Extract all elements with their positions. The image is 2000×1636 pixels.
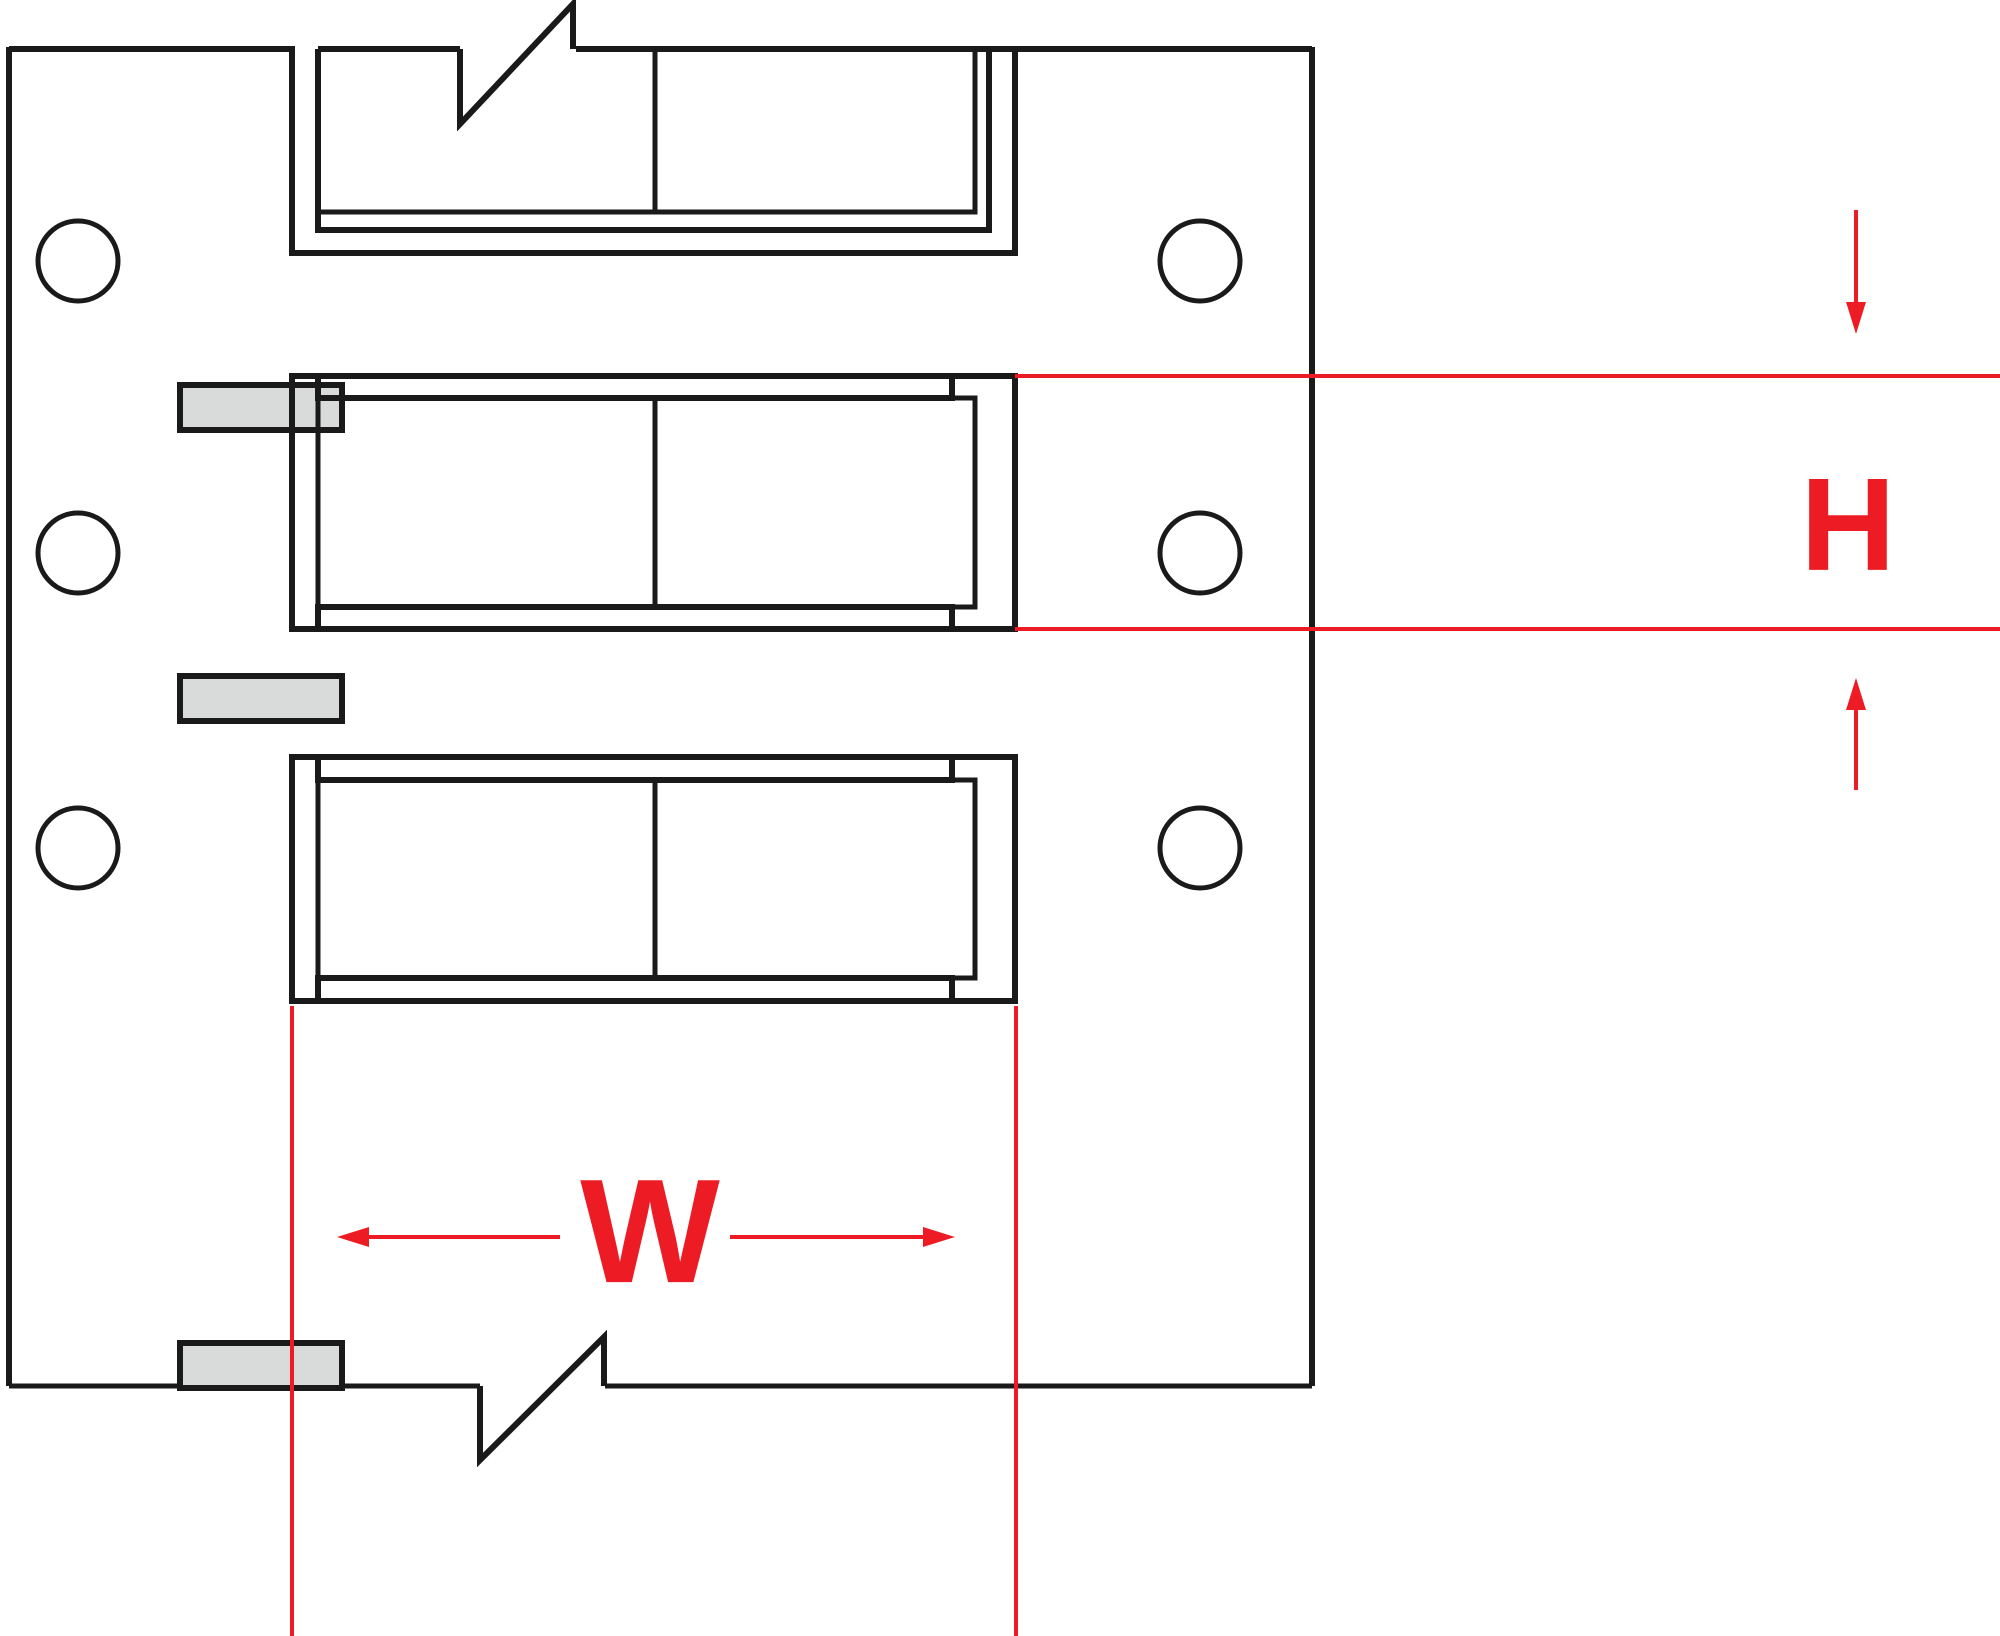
sleeve-bottom <box>289 754 1018 1004</box>
sleeve-top-inner-rail-left <box>315 49 952 233</box>
index-tick-group <box>177 382 345 1391</box>
arrow-up-icon <box>1846 678 1866 710</box>
index-tick <box>177 673 345 724</box>
sleeve-middle-inner-rail <box>315 378 955 401</box>
sleeve-middle <box>289 373 1018 632</box>
arrow-down-icon <box>1846 302 1866 334</box>
sprocket-hole <box>1157 218 1243 304</box>
sleeve-top <box>289 49 1018 256</box>
sprocket-hole <box>35 218 121 304</box>
sleeve-bottom-outer <box>289 754 1018 1004</box>
sprocket-hole-group <box>35 218 1243 891</box>
arrow-left-icon <box>337 1227 369 1247</box>
sprocket-hole <box>35 805 121 891</box>
width-dimension: W <box>290 1006 1018 1636</box>
sleeve-top-face <box>315 49 978 215</box>
width-dimension-label: W <box>580 1149 720 1314</box>
sleeve-middle-face <box>315 395 978 610</box>
sleeve-middle-inner-rail-bottom <box>315 604 955 627</box>
height-dimension-label: H <box>1800 451 1895 598</box>
index-tick <box>177 1340 345 1391</box>
zigzag-break-bottom <box>477 1329 607 1468</box>
sleeve-top-outer <box>289 49 1018 256</box>
sleeve-middle-outer <box>289 373 1018 632</box>
sleeve-top-inner-rail-right <box>952 49 992 233</box>
arrow-right-icon <box>923 1227 955 1247</box>
sleeve-bottom-face <box>315 777 978 981</box>
sleeve-bottom-inner-rail <box>315 759 955 783</box>
sleeve-bottom-inner-rail-bottom <box>315 975 955 999</box>
sprocket-hole <box>35 510 121 596</box>
zigzag-break-top <box>457 0 576 132</box>
height-dimension: H <box>1015 210 2000 790</box>
sprocket-hole <box>1157 805 1243 891</box>
sprocket-hole <box>1157 510 1243 596</box>
